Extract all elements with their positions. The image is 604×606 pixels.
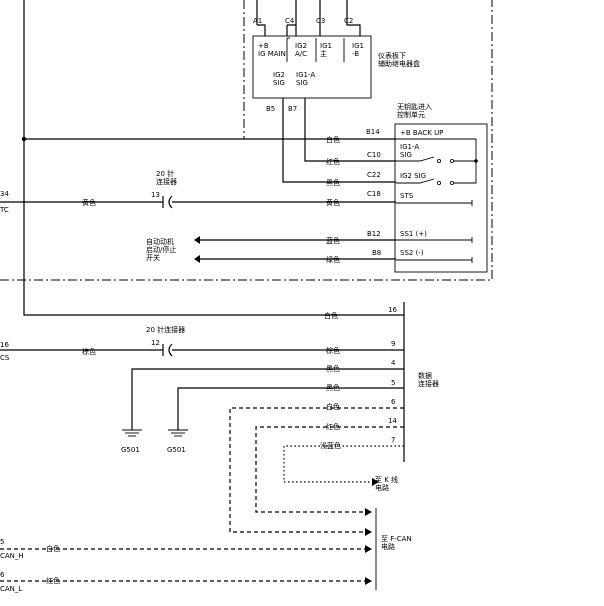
- left-pin-16: 16: [0, 341, 9, 349]
- keyless-label-backup: +B BACK UP: [400, 129, 443, 137]
- fuse-box-title: 仪表板下辅助继电器盒: [378, 51, 420, 68]
- wire-color-red-c10: 红色: [326, 157, 340, 166]
- keyless-label-ss2: SS2 (-): [400, 249, 424, 257]
- fuse-pin-a1: A1: [253, 17, 262, 25]
- connector-20-bottom-pin: 12: [151, 339, 160, 347]
- connector-20-bottom-label: 20 针连接器: [146, 325, 185, 334]
- wire-color-white-dlc16: 白色: [324, 311, 338, 320]
- dlc-pin-14: 14: [388, 417, 397, 425]
- dlc-pin-5: 5: [391, 379, 395, 387]
- keyless-wiring: 白色 红色 黑色 黄色 蓝色 绿色 自动动机启动/停止开关: [0, 0, 404, 316]
- to-k-line-label: 至 K 线电路: [375, 475, 398, 492]
- keyless-pin-c10: C10: [367, 151, 381, 159]
- fuse-terminal-ig1-b: IG1-B: [352, 42, 364, 58]
- fuse-pin-c2: C2: [344, 17, 353, 25]
- fuse-pin-c3: C3: [316, 17, 325, 25]
- keyless-pin-b8: B8: [372, 249, 381, 257]
- connector-20-top-pin: 13: [151, 191, 160, 199]
- left-name-can-h: CAN_H: [0, 552, 24, 560]
- wire-color-blue-b12: 蓝色: [326, 236, 340, 245]
- left-pin-5: 5: [0, 538, 4, 546]
- data-link-connector: 数据连接器 16 9 4 5 6 14 7 白色 棕色 黑色 黑色 白色 红色 …: [320, 302, 439, 462]
- wire-color-white-b14: 白色: [326, 135, 340, 144]
- left-pin-6: 6: [0, 571, 5, 579]
- dlc-pin-4: 4: [391, 359, 396, 367]
- fuse-pin-b7: B7: [288, 105, 297, 113]
- keyless-label-ig2-sig: IG2 SIG: [400, 172, 426, 180]
- fuse-pin-c4: C4: [285, 17, 295, 25]
- dlc-label: 数据连接器: [418, 371, 439, 388]
- keyless-unit-outline: [394, 123, 488, 273]
- keyless-control-unit: 无钥匙进入控制单元 B14 C10 C22 C18 B12 B8 +B BACK…: [366, 102, 488, 273]
- keyless-pin-b12: B12: [367, 230, 381, 238]
- wire-color-yellow-left: 黄色: [82, 198, 96, 207]
- wire-color-green-b8: 绿色: [326, 255, 340, 264]
- dlc-pin-7: 7: [391, 436, 395, 444]
- left-pin-34: 34: [0, 190, 9, 198]
- keyless-pin-c22: C22: [367, 171, 381, 179]
- ground-label-right: G501: [167, 446, 186, 454]
- fuse-pin-b5: B5: [266, 105, 275, 113]
- left-name-can-l: CAN_L: [0, 585, 22, 593]
- left-name-cs: CS: [0, 354, 10, 362]
- fuse-box-outline: [252, 35, 372, 99]
- keyless-pin-b14: B14: [366, 128, 380, 136]
- ground-label-left: G501: [121, 446, 140, 454]
- start-stop-switch-label: 自动动机启动/停止开关: [146, 237, 176, 262]
- wire-color-yellow-c18: 黄色: [326, 198, 340, 207]
- dlc-pin-6: 6: [391, 398, 396, 406]
- keyless-label-ss1: SS1 (+): [400, 230, 427, 238]
- area-borders: [0, 0, 493, 281]
- keyless-label-sts: STS: [400, 192, 414, 200]
- ground-g501-left: G501: [121, 429, 142, 454]
- keyless-unit-title: 无钥匙进入控制单元: [397, 102, 432, 119]
- wire-color-white-dlc6: 白色: [326, 402, 340, 411]
- keyless-pin-c18: C18: [367, 190, 381, 198]
- wire-color-brown-left: 棕色: [82, 347, 96, 356]
- wire-color-black-c22: 黑色: [326, 178, 340, 187]
- connector-20-top-label: 20 针连接器: [156, 169, 177, 186]
- left-name-tc: TC: [0, 206, 9, 214]
- connector-20-pin-top: 20 针连接器 13: [151, 169, 177, 209]
- dlc-pin-9: 9: [391, 340, 395, 348]
- left-signal-labels: 34 TC 黄色 16 CS 棕色 5 CAN_H 白色 6 CAN_L 红色: [0, 190, 96, 593]
- dlc-pin-16: 16: [388, 306, 397, 314]
- ground-g501-right: G501: [167, 429, 188, 454]
